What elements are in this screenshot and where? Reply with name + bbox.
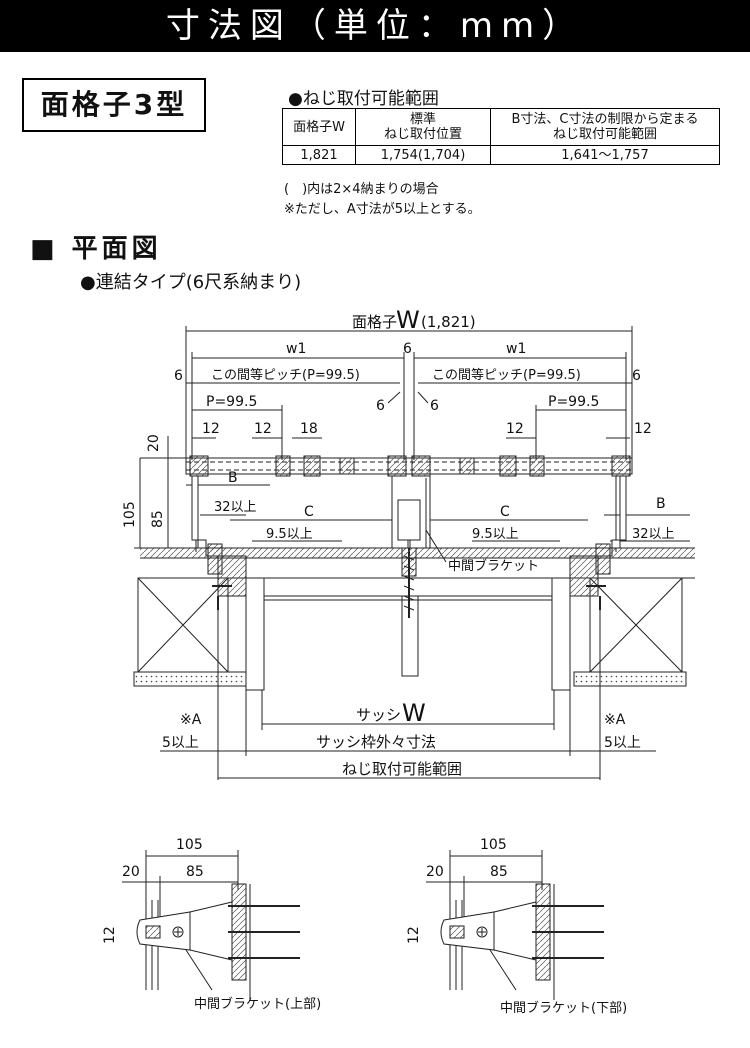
detail-upper-85: 85 (186, 864, 204, 880)
side-bracket-right (595, 475, 627, 575)
detail-lower-85: 85 (490, 864, 508, 880)
onezerofive-label: 105 (122, 501, 138, 528)
dim-lattice-w: 面格子 W (1,821) (185, 306, 633, 460)
lattice-w-big: W (396, 306, 420, 334)
section-subheading: ●連結タイプ(6尺系納まり) (80, 272, 302, 293)
six-left: 6 (174, 368, 183, 384)
detail-lower-label: 中間ブラケット(下部) (500, 1000, 627, 1016)
dim-bar-sizes: 12 12 18 12 12 (192, 421, 652, 439)
note-2x4: ( )内は2×4納まりの場合 (284, 182, 439, 197)
detail-upper-20: 20 (122, 864, 140, 880)
cell-lattice-w: 1,821 (282, 145, 356, 165)
six-inner-left: 6 (376, 398, 385, 414)
min32-left: 32以上 (214, 500, 257, 515)
min95-left: 9.5以上 (266, 527, 313, 542)
center-bracket-label: 中間ブラケット (448, 558, 539, 574)
sash-w-big: W (402, 699, 426, 727)
pitch-left: P=99.5 (206, 394, 257, 410)
six-inner-right: 6 (430, 398, 439, 414)
a-min-right: 5以上 (604, 735, 641, 751)
dim-w1: w1 w1 6 (191, 341, 627, 460)
cell-range: 1,641〜1,757 (490, 145, 720, 165)
wall-right (573, 577, 687, 687)
eighteen-top: 18 (300, 421, 318, 437)
a-mark-right: ※A (604, 712, 626, 728)
dim-pitch: P=99.5 P=99.5 (192, 394, 626, 460)
twelve-4: 12 (634, 421, 652, 437)
w1-right-label: w1 (506, 341, 526, 357)
note-a-dimension: ※ただし、A寸法が5以上とする。 (284, 202, 481, 217)
six-right: 6 (632, 368, 641, 384)
lattice-w-label: 面格子 (352, 313, 397, 331)
sash-frame-label: サッシ枠外々寸法 (316, 733, 436, 751)
a-min-left: 5以上 (162, 735, 199, 751)
sash-w-label: サッシ (356, 706, 401, 724)
twelve-3: 12 (506, 421, 524, 437)
detail-upper-12: 12 (102, 926, 118, 944)
dim-depth: 20 85 105 (122, 434, 220, 549)
screw-range-label: ねじ取付可能範囲 (342, 760, 462, 778)
c-left: C (304, 504, 314, 520)
min95-right: 9.5以上 (472, 527, 519, 542)
detail-upper: 105 20 85 12 中間ブラケット(上部) (102, 837, 321, 1012)
dim-pitch-row: 6 6 この間等ピッチ(P=99.5) この間等ピッチ(P=99.5) 6 6 (174, 367, 641, 414)
lattice-bars (185, 455, 633, 477)
dim-bottom: サッシ W サッシ枠外々寸法 ねじ取付可能範囲 ※A 5以上 ※A 5以上 (160, 600, 656, 780)
lattice-w-value: (1,821) (421, 313, 476, 331)
range-table-title: ●ねじ取付可能範囲 (288, 89, 439, 109)
detail-lower: 105 20 85 12 中間ブラケット(下部) (406, 837, 627, 1016)
detail-upper-105: 105 (176, 837, 203, 853)
min32-right: 32以上 (632, 527, 675, 542)
col-header-range: B寸法、C寸法の制限から定まる ねじ取付可能範囲 (490, 108, 720, 146)
title-banner: 寸法図（単位：mm） (0, 0, 750, 52)
twelve-1: 12 (202, 421, 220, 437)
screw-range-table: 面格子W 標準 ねじ取付位置 B寸法、C寸法の制限から定まる ねじ取付可能範囲 … (282, 108, 720, 165)
col-header-standard: 標準 ねじ取付位置 (355, 108, 491, 146)
six-center: 6 (403, 341, 412, 357)
model-name: 面格子3型 (22, 78, 206, 132)
cell-standard: 1,754(1,704) (355, 145, 491, 165)
twelve-2: 12 (254, 421, 272, 437)
b-left: B (228, 470, 238, 486)
detail-lower-20: 20 (426, 864, 444, 880)
detail-upper-label: 中間ブラケット(上部) (194, 996, 321, 1012)
pitch-right: P=99.5 (548, 394, 599, 410)
b-right: B (656, 496, 666, 512)
detail-lower-105: 105 (480, 837, 507, 853)
a-mark-left: ※A (180, 712, 202, 728)
section-heading: ■ 平面図 (30, 234, 162, 264)
pitch-note-left: この間等ピッチ(P=99.5) (211, 367, 360, 383)
pitch-note-right: この間等ピッチ(P=99.5) (432, 367, 581, 383)
sash-frame (212, 555, 606, 691)
c-right: C (500, 504, 510, 520)
twenty-label: 20 (146, 434, 162, 452)
w1-left-label: w1 (286, 341, 306, 357)
detail-lower-12: 12 (406, 926, 422, 944)
eightyfive-label: 85 (150, 510, 166, 528)
